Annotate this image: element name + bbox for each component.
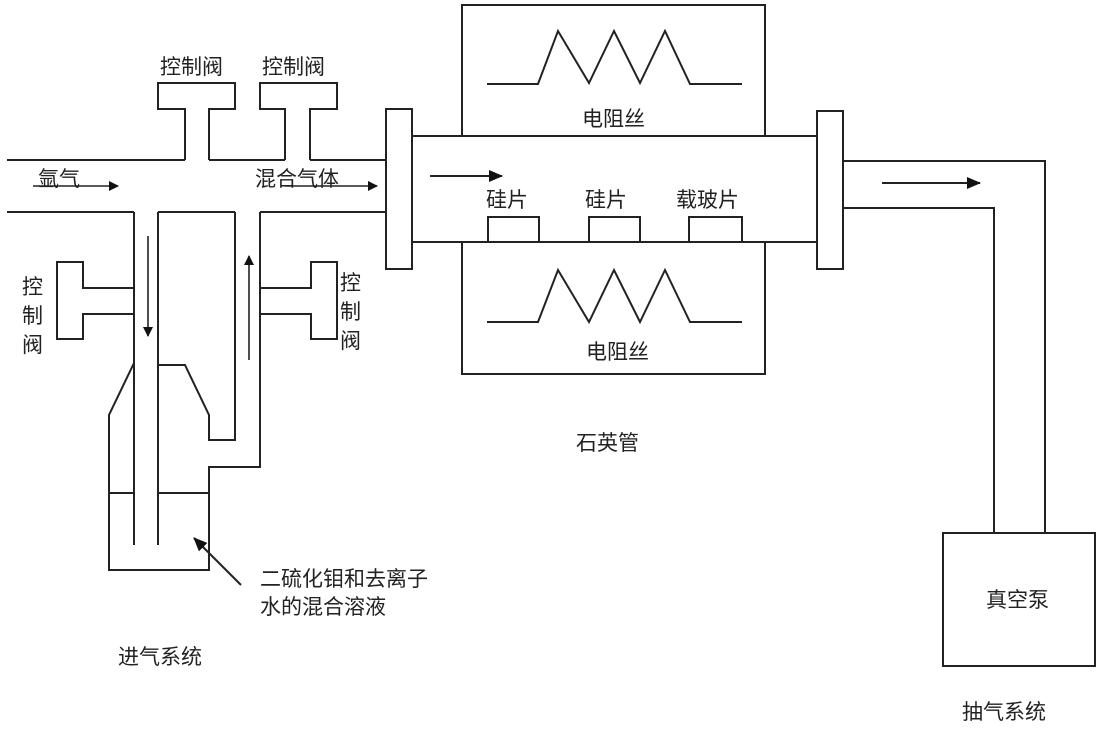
- label-upper-resistance-wire: 电阻丝: [582, 107, 645, 131]
- upper-resistance-wire: [487, 28, 742, 86]
- svg-text:制: 制: [22, 304, 43, 328]
- label-right-control-valve: 控 制 阀: [340, 271, 361, 353]
- right-control-valve[interactable]: [260, 261, 338, 340]
- label-vacuum-pump: 真空泵: [986, 588, 1049, 612]
- label-control-valve-1: 控制阀: [160, 55, 223, 79]
- glass-slide: [688, 216, 743, 243]
- svg-text:阀: 阀: [340, 329, 361, 353]
- label-silicon-wafer-1: 硅片: [486, 188, 528, 212]
- lower-resistance-wire: [487, 267, 742, 325]
- vacuum-pump: [942, 532, 1096, 667]
- label-lower-resistance-wire: 电阻丝: [586, 340, 649, 364]
- exhaust-pipe: [843, 160, 1046, 533]
- label-solution-line2: 水的混合溶液: [260, 595, 386, 619]
- right-flange: [816, 110, 844, 270]
- intake-pipe: [7, 159, 386, 213]
- silicon-wafer-2: [588, 216, 641, 243]
- label-intake-system: 进气系统: [118, 645, 202, 669]
- label-left-control-valve: 控 制 阀: [22, 275, 43, 357]
- label-mixed-gas: 混合气体: [255, 167, 339, 191]
- label-silicon-wafer-2: 硅片: [585, 188, 627, 212]
- top-control-valve-2[interactable]: [259, 82, 338, 160]
- svg-text:控: 控: [22, 275, 43, 299]
- silicon-wafer-1: [487, 216, 540, 243]
- svg-text:阀: 阀: [22, 333, 43, 357]
- left-control-valve[interactable]: [56, 261, 134, 340]
- top-control-valve-1[interactable]: [157, 82, 236, 160]
- label-control-valve-2: 控制阀: [262, 55, 325, 79]
- label-exhaust-system: 抽气系统: [962, 700, 1046, 724]
- left-flange: [385, 108, 413, 270]
- upper-heater-box: [461, 4, 766, 136]
- bubbler-vessel: [108, 212, 261, 571]
- label-glass-slide: 载玻片: [676, 188, 739, 212]
- lower-heater-box: [461, 242, 766, 375]
- label-solution-line1: 二硫化钼和去离子: [260, 567, 428, 591]
- label-quartz-tube: 石英管: [576, 431, 639, 455]
- svg-text:控: 控: [340, 271, 361, 295]
- solution-pointer-arrow: [193, 537, 242, 586]
- svg-text:制: 制: [340, 300, 361, 324]
- label-argon: 氩气: [38, 167, 80, 191]
